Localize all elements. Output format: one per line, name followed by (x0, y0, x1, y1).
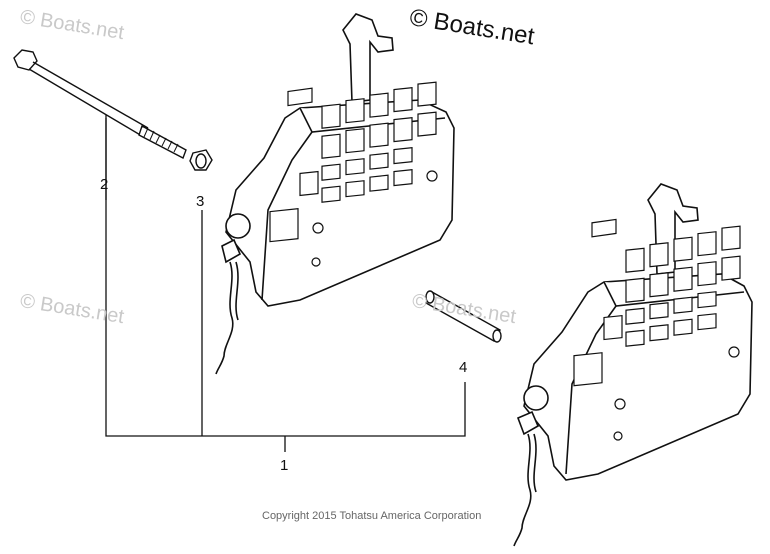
leader-lines (105, 115, 466, 452)
remote-control-box-right (513, 183, 753, 547)
bolt-part (13, 49, 187, 159)
nut-part (189, 149, 213, 171)
remote-control-box-left (215, 13, 455, 375)
copyright-text: Copyright 2015 Tohatsu America Corporati… (262, 510, 482, 522)
pin-part (425, 290, 502, 343)
callout-3: 3 (196, 193, 205, 210)
callout-4: 4 (459, 359, 468, 376)
callout-2: 2 (100, 176, 109, 193)
callout-1: 1 (280, 457, 289, 474)
